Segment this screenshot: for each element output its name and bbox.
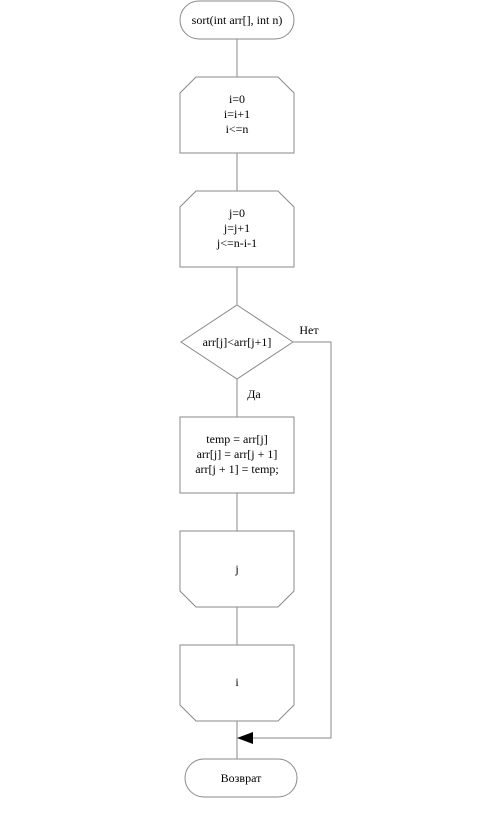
no-branch-label: Нет — [299, 323, 319, 337]
loop-j-condition: j<=n-i-1 — [216, 236, 257, 250]
loop-j-end-label: j — [234, 562, 238, 576]
loop-j-end — [179, 530, 295, 608]
loop-i-start — [179, 76, 295, 154]
start-terminator — [179, 0, 295, 40]
swap-line-3: arr[j + 1] = temp; — [195, 462, 279, 476]
condition-decision — [180, 304, 294, 380]
swap-line-2: arr[j] = arr[j + 1] — [197, 447, 278, 461]
swap-line-1: temp = arr[j] — [206, 432, 267, 446]
loop-i-end — [179, 644, 295, 722]
loop-j-start — [179, 190, 295, 268]
loop-i-condition: i<=n — [226, 122, 249, 136]
swap-process — [179, 416, 295, 494]
loop-i-end-label: i — [235, 675, 239, 689]
loop-i-step: i=i+1 — [224, 107, 250, 121]
start-terminator-label: sort(int arr[], int n) — [192, 13, 283, 27]
yes-branch-label: Да — [247, 387, 261, 401]
loop-j-init: j=0 — [228, 206, 245, 220]
loop-i-init: i=0 — [229, 92, 245, 106]
end-terminator-label: Возврат — [221, 771, 262, 785]
end-terminator — [184, 758, 298, 798]
connector-no-branch — [253, 341, 332, 739]
arrow-head-icon — [237, 732, 253, 744]
loop-j-step: j=j+1 — [223, 221, 250, 235]
condition-label: arr[j]<arr[j+1] — [203, 335, 272, 349]
